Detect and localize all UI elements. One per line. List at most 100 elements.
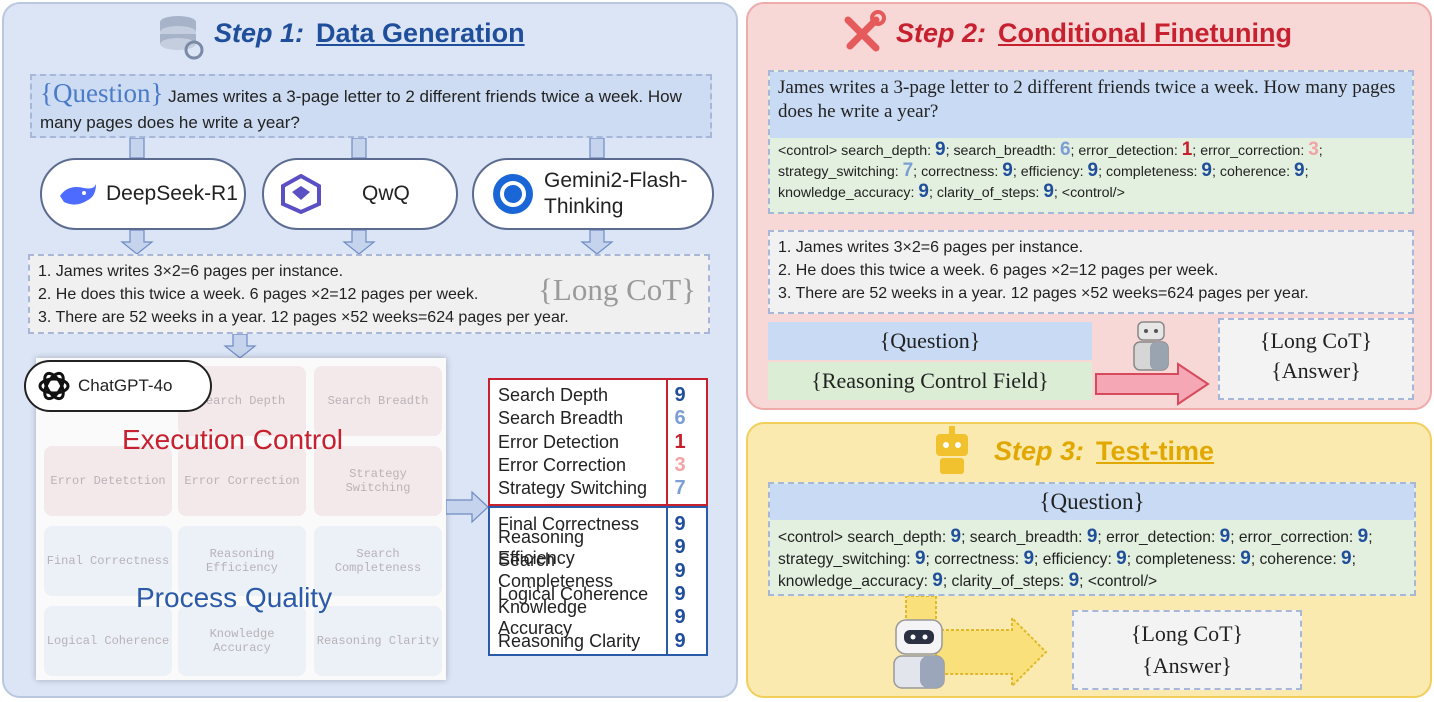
grid-cell: Reasoning Efficiency: [178, 526, 306, 596]
process-quality-label: Process Quality: [136, 582, 333, 613]
metric-label: Logical Coherence: [498, 584, 649, 605]
model-deepseek-label: DeepSeek-R1: [106, 182, 238, 205]
gemini-icon: [493, 174, 533, 214]
grid-cell: Search Breadth: [314, 366, 442, 436]
control-value: 9: [1357, 526, 1369, 547]
control-value: 9: [1086, 526, 1098, 547]
step3-number: Step 3:: [994, 436, 1085, 466]
metric-row: Error Detection 1: [490, 431, 706, 454]
metric-label: Search Breadth: [498, 408, 624, 429]
cot-tag: {Long CoT}: [538, 272, 697, 307]
step2-question-bg: [770, 72, 1412, 138]
metric-label: Search Depth: [498, 385, 609, 406]
finetune-arrow: [1095, 362, 1210, 406]
step3-title: Step 3: Test-time: [994, 436, 1214, 467]
control-key: coherence:: [1219, 164, 1295, 180]
step2-question-text: James writes a 3-page letter to 2 differ…: [778, 77, 1396, 122]
step3-name: Test-time: [1096, 436, 1215, 466]
control-open-tag: <control>: [778, 143, 842, 159]
metric-label: Search Completeness: [498, 550, 614, 592]
control-value: 9: [1341, 548, 1352, 569]
metric-label: Reasoning Clarity: [498, 630, 641, 651]
gpt-pill: ChatGPT-4o: [24, 360, 212, 412]
step2-name: Conditional Finetuning: [998, 18, 1292, 48]
metric-value: 1: [674, 430, 686, 453]
output-answer: {Answer}: [1142, 653, 1232, 678]
metric-row: Search Depth 9: [490, 384, 706, 407]
control-value: 3: [1308, 139, 1319, 160]
step2-number: Step 2:: [896, 18, 987, 48]
step1-cot-lines: 1. James writes 3×2=6 pages per instance…: [38, 260, 569, 329]
robot-icon: [936, 426, 968, 474]
metric-row: Reasoning Efficiency 9: [490, 527, 706, 568]
control-key: knowledge_accuracy:: [778, 185, 919, 201]
metric-label: Reasoning Efficiency: [498, 526, 585, 568]
output-cot: {Long CoT}: [1130, 621, 1244, 646]
control-key: coherence:: [1259, 551, 1341, 568]
step1-question: {Question} James writes a 3-page letter …: [40, 80, 700, 136]
eval-to-metrics-arrow: [446, 490, 489, 524]
output-answer: {Answer}: [1271, 358, 1361, 383]
step3-output-box: [1072, 610, 1302, 690]
step1-title: Step 1: Data Generation: [214, 18, 525, 49]
control-value: 9: [934, 139, 946, 160]
question-tag: {Question}: [40, 78, 164, 108]
metric-label: Error Detection: [498, 431, 620, 452]
metric-value: 9: [674, 583, 686, 606]
control-value: 9: [1043, 181, 1054, 202]
model-deepseek: DeepSeek-R1: [40, 158, 246, 230]
step2-cot-lines: 1. James writes 3×2=6 pages per instance…: [778, 236, 1309, 305]
openai-icon: [38, 371, 70, 401]
grid-cell: Knowledge Accuracy: [178, 606, 306, 676]
step2-control-field: <control> search_depth: 9; search_breadt…: [778, 139, 1323, 202]
control-key: efficiency:: [1042, 551, 1117, 568]
cot-line: 2. He does this twice a week. 6 pages ×2…: [38, 286, 479, 303]
model-gemini-label: Gemini2-Flash-Thinking: [544, 169, 688, 218]
step3-control-field: <control> search_depth: 9; search_breadt…: [778, 526, 1373, 591]
model-gemini: Gemini2-Flash-Thinking: [472, 158, 714, 230]
input-control-field: {Reasoning Control Field}: [768, 362, 1092, 400]
control-value: 9: [1087, 160, 1099, 181]
step1-cot-box: [28, 254, 710, 334]
step1-question-box: [30, 74, 712, 138]
control-key: completeness:: [1135, 551, 1241, 568]
control-close-tag: <control/>: [1087, 573, 1158, 590]
control-key: search_depth:: [847, 529, 951, 546]
metric-label: Error Correction: [498, 455, 627, 476]
control-value: 9: [1023, 548, 1035, 569]
metric-value: 9: [674, 536, 686, 559]
qwen-icon: [281, 174, 321, 214]
output-cot: {Long CoT}: [1259, 328, 1373, 353]
step1-number: Step 1:: [214, 18, 305, 48]
grid-cell: Error Correction: [178, 446, 306, 516]
control-value: 9: [1294, 160, 1305, 181]
step2-title: Step 2: Conditional Finetuning: [896, 18, 1292, 49]
metric-value: 9: [674, 606, 686, 629]
step1-name: Data Generation: [316, 18, 525, 48]
control-value: 6: [1059, 139, 1071, 160]
whale-icon: [60, 184, 96, 205]
control-key: strategy_switching:: [778, 164, 903, 180]
gpt-label: ChatGPT-4o: [78, 376, 173, 395]
metric-value: 7: [674, 477, 686, 500]
grid-cell: Error Detetction: [44, 446, 172, 516]
control-key: error_detection:: [1078, 143, 1182, 159]
control-key: efficiency:: [1020, 164, 1088, 180]
control-value: 9: [1116, 548, 1127, 569]
model-qwq-label: QwQ: [362, 182, 410, 205]
control-value: 9: [918, 181, 929, 202]
control-value: 9: [1240, 548, 1251, 569]
metric-row: Logical Coherence 9: [490, 583, 706, 606]
metric-value: 9: [674, 513, 686, 536]
control-value: 9: [950, 526, 962, 547]
question-to-models-arrows: [129, 138, 605, 159]
step3-question: {Question}: [770, 484, 1414, 520]
model-qwq: QwQ: [262, 158, 458, 230]
metric-value: 9: [674, 384, 686, 407]
cot-line: 3. There are 52 weeks in a year. 12 page…: [778, 285, 1309, 302]
